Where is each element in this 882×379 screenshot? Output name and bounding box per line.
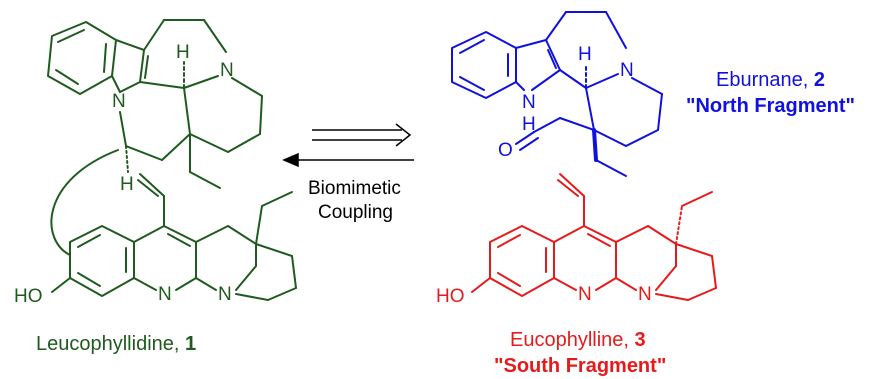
compound-2-tag: "North Fragment" — [686, 95, 855, 117]
compound-1-atom-n-indole: N — [112, 91, 126, 112]
compound-3-structure — [471, 173, 717, 301]
conditions-line-2: Coupling — [318, 202, 393, 223]
compound-1-label: Leucophyllidine, 1 — [36, 333, 196, 355]
compound-1-structure — [47, 19, 297, 301]
compound-3-atoms: HO N N — [436, 284, 652, 307]
compound-2-atom-o: O — [498, 140, 513, 161]
compound-1-atom-n-amine: N — [220, 60, 234, 81]
compound-1-atom-h-top: H — [176, 42, 190, 63]
forward-reaction-arrow — [282, 152, 414, 168]
compound-2-atom-n-indole: N — [522, 92, 536, 113]
compound-2-atom-h-ch: H — [578, 44, 592, 65]
retrosynthesis-arrow — [312, 123, 412, 147]
compound-3-atom-n-quin: N — [578, 284, 592, 305]
compound-1-atom-oh: HO — [14, 286, 43, 307]
compound-2-atoms: N H H N O — [498, 44, 634, 161]
compound-2-structure — [451, 11, 663, 177]
compound-1-atom-h-bottom: H — [120, 174, 134, 195]
compound-3-tag: "South Fragment" — [494, 355, 666, 377]
compound-3-label: Eucophylline, 3 — [510, 329, 646, 351]
compound-3-atom-oh: HO — [436, 286, 465, 307]
conditions-line-1: Biomimetic — [308, 178, 401, 199]
compound-2-atom-n-amine: N — [620, 60, 634, 81]
compound-2-atom-h-nh: H — [522, 114, 536, 135]
compound-1-atom-n-ring: N — [218, 284, 232, 305]
compound-2-label: Eburnane, 2 — [716, 69, 825, 91]
compound-1-atom-n-quin: N — [158, 284, 172, 305]
compound-1-atoms: N N H H HO N N — [14, 42, 234, 307]
compound-3-atom-n-ring: N — [638, 284, 652, 305]
